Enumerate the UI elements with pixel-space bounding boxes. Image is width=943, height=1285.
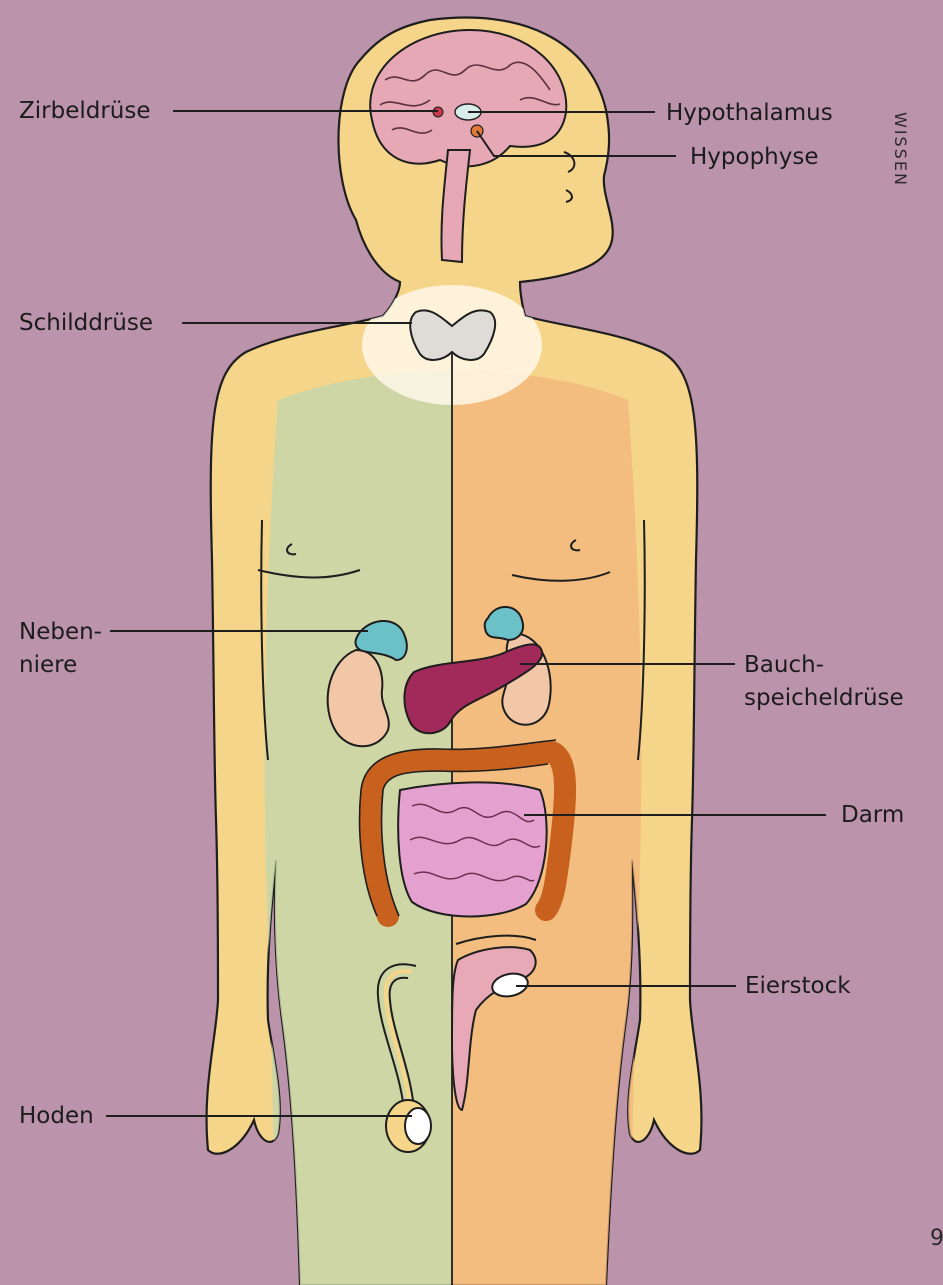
label-hoden: Hoden [19,1101,94,1131]
label-bauch-line1: Bauch- [744,650,824,680]
label-bauch-line2: speicheldrüse [744,683,904,713]
label-schilddruese: Schilddrüse [19,308,153,338]
small-intestine [398,782,546,916]
label-darm: Darm [841,800,904,830]
label-eierstock: Eierstock [745,971,851,1001]
label-zirbeldruese: Zirbeldrüse [19,96,151,126]
testis [405,1108,431,1144]
page-number: 9 [930,1226,943,1251]
label-nebenniere-line2: niere [19,650,77,680]
label-nebenniere-line1: Neben- [19,617,102,647]
label-hypothalamus: Hypothalamus [666,98,833,128]
label-hypophyse: Hypophyse [690,142,819,172]
edge-vertical-text: WISSEN [891,112,910,172]
